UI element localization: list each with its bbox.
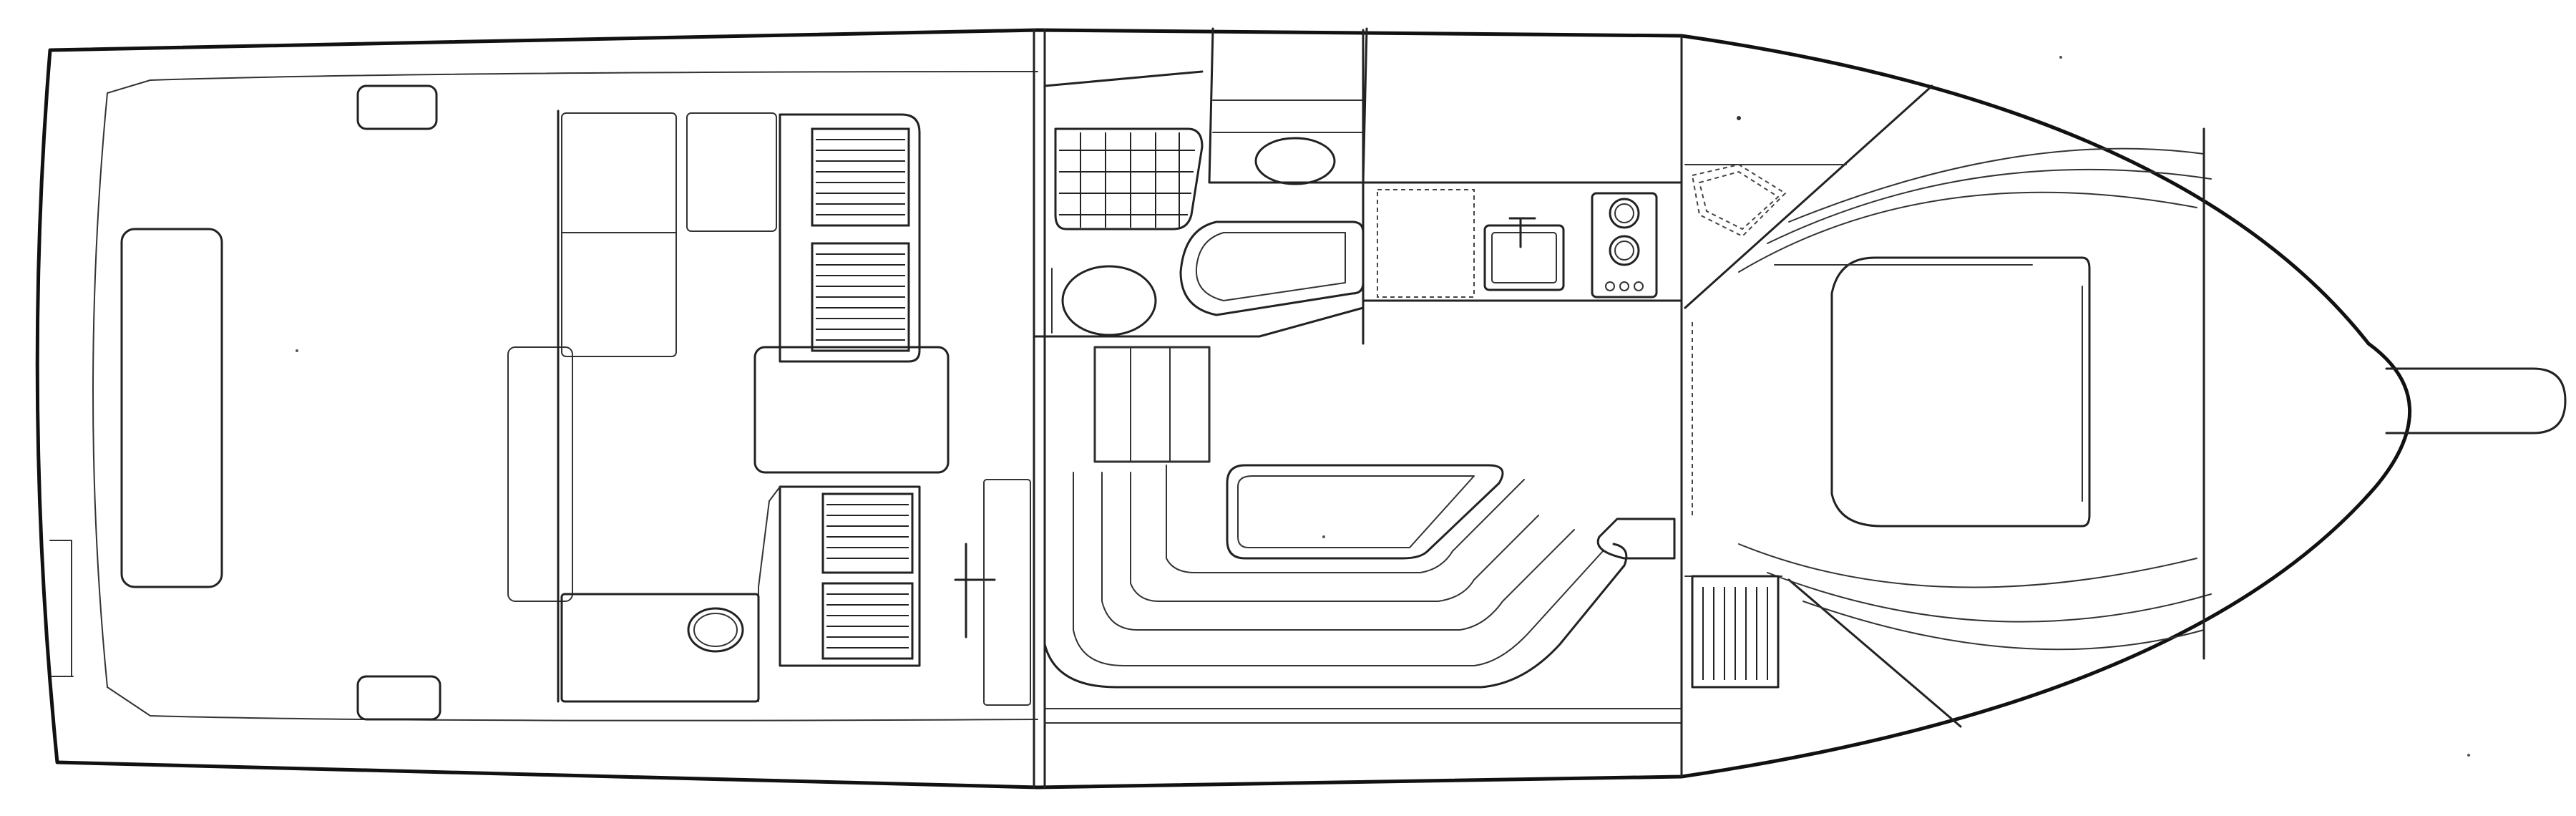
bow-pulpit [2385, 367, 2567, 434]
grate-lower-2 [826, 593, 909, 649]
wet-bar-sink [687, 607, 744, 653]
settee-end-table [1596, 518, 1676, 560]
galley-sink [1483, 224, 1565, 291]
shower-grate [1059, 132, 1195, 228]
dinette-seat-lower [779, 485, 921, 667]
forward-bulkhead [1680, 34, 1693, 778]
galley [1362, 181, 1683, 302]
galley-refrigerator [1377, 189, 1475, 298]
burner-2 [1609, 235, 1640, 266]
shower-floor [1054, 127, 1204, 230]
hull-outline [35, 28, 2412, 790]
head-sink [1254, 137, 1336, 185]
companionway-steps [1093, 346, 1211, 463]
cockpit-box-stbd [356, 675, 441, 721]
helm-console [983, 479, 1031, 706]
salon [557, 29, 1046, 789]
cockpit-box-port [356, 84, 438, 130]
wet-bar-cabinet [560, 593, 760, 703]
dinette-seat-upper [779, 113, 921, 363]
salon-table [1226, 464, 1504, 560]
grate-upper-2 [816, 253, 905, 341]
cockpit [120, 84, 573, 721]
burner-1 [1609, 198, 1640, 229]
v-berth-mattress [1830, 256, 2091, 528]
cockpit-hatch [120, 228, 223, 588]
head-tub [1179, 220, 1365, 316]
head-toilet [1061, 265, 1157, 336]
hanging-locker [1691, 163, 1787, 238]
galley-stove [1591, 192, 1658, 298]
dinette [1043, 464, 1682, 724]
dinette-table [753, 346, 950, 474]
locker-grate [1702, 587, 1768, 680]
head [1033, 27, 1368, 345]
forward-stateroom [296, 56, 2470, 757]
salon-lounge [561, 112, 677, 357]
grate-lower-1 [826, 504, 909, 559]
grate-upper-1 [816, 139, 905, 215]
head-compartment [1208, 27, 1368, 184]
stateroom-locker [1691, 575, 1780, 689]
